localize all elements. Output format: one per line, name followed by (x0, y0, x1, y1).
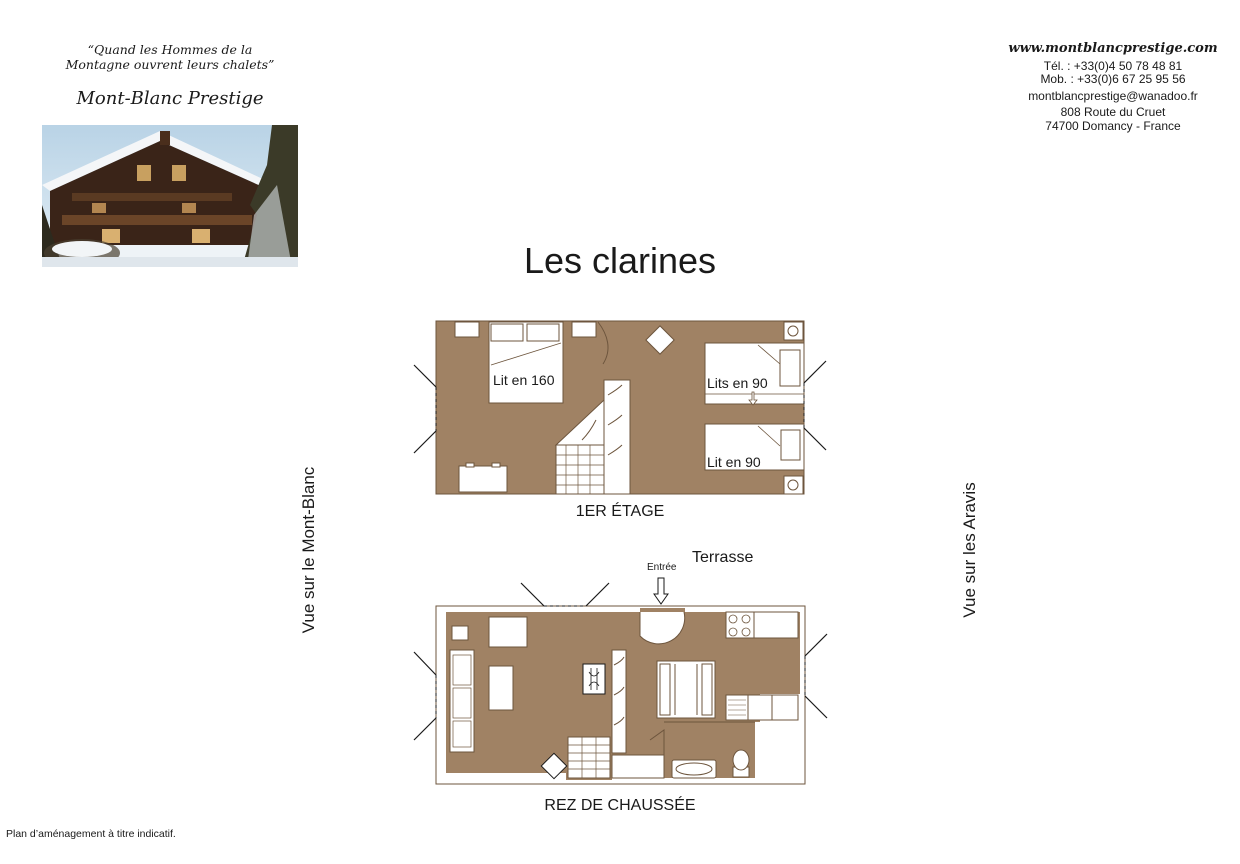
room-label-bed-160: Lit en 160 (493, 372, 555, 388)
upper-floor-plan (413, 320, 827, 495)
ground-floor-label: REZ DE CHAUSSÉE (544, 797, 696, 814)
page-title: Les clarines (523, 240, 717, 281)
view-left-label: Vue sur le Mont-Blanc (299, 466, 318, 634)
ground-floor-plan (413, 577, 828, 785)
sink-counter (725, 694, 799, 721)
entry-label: Entrée (647, 562, 677, 573)
contact-block: www.montblancprestige.com Tél. : +33(0)4… (1008, 42, 1218, 133)
email-link[interactable]: montblancprestige@wanadoo.fr (1028, 88, 1198, 103)
room-label-bed-90: Lit en 90 (707, 454, 761, 470)
brand-name: Mont-Blanc Prestige (76, 88, 264, 109)
dining-table (656, 660, 716, 719)
address-line-1: 808 Route du Cruet (1060, 105, 1166, 119)
website-link[interactable]: www.montblancprestige.com (1008, 41, 1218, 56)
cooktop-counter (725, 611, 799, 639)
address-line-2: 74700 Domancy - France (1045, 118, 1181, 133)
view-right-label: Vue sur les Aravis (960, 482, 979, 618)
footnote: Plan d’aménagement à titre indicatif. (6, 828, 176, 840)
upper-floor-label: 1ER ÉTAGE (575, 503, 665, 520)
small-table (645, 325, 675, 355)
phone-tel: Tél. : +33(0)4 50 78 48 81 (1043, 58, 1183, 73)
tagline-line-2: Montagne ouvrent leurs chalets” (65, 57, 275, 72)
tagline: “Quand les Hommes de la Montagne ouvrent… (40, 42, 300, 72)
tagline-line-1: “Quand les Hommes de la (87, 42, 253, 57)
terrace-label: Terrasse (692, 549, 754, 566)
phone-mobile: Mob. : +33(0)6 67 25 95 56 (1040, 72, 1186, 86)
room-label-bunk-90: Lits en 90 (707, 375, 768, 391)
chalet-photo (42, 125, 298, 267)
sofa (449, 649, 475, 753)
